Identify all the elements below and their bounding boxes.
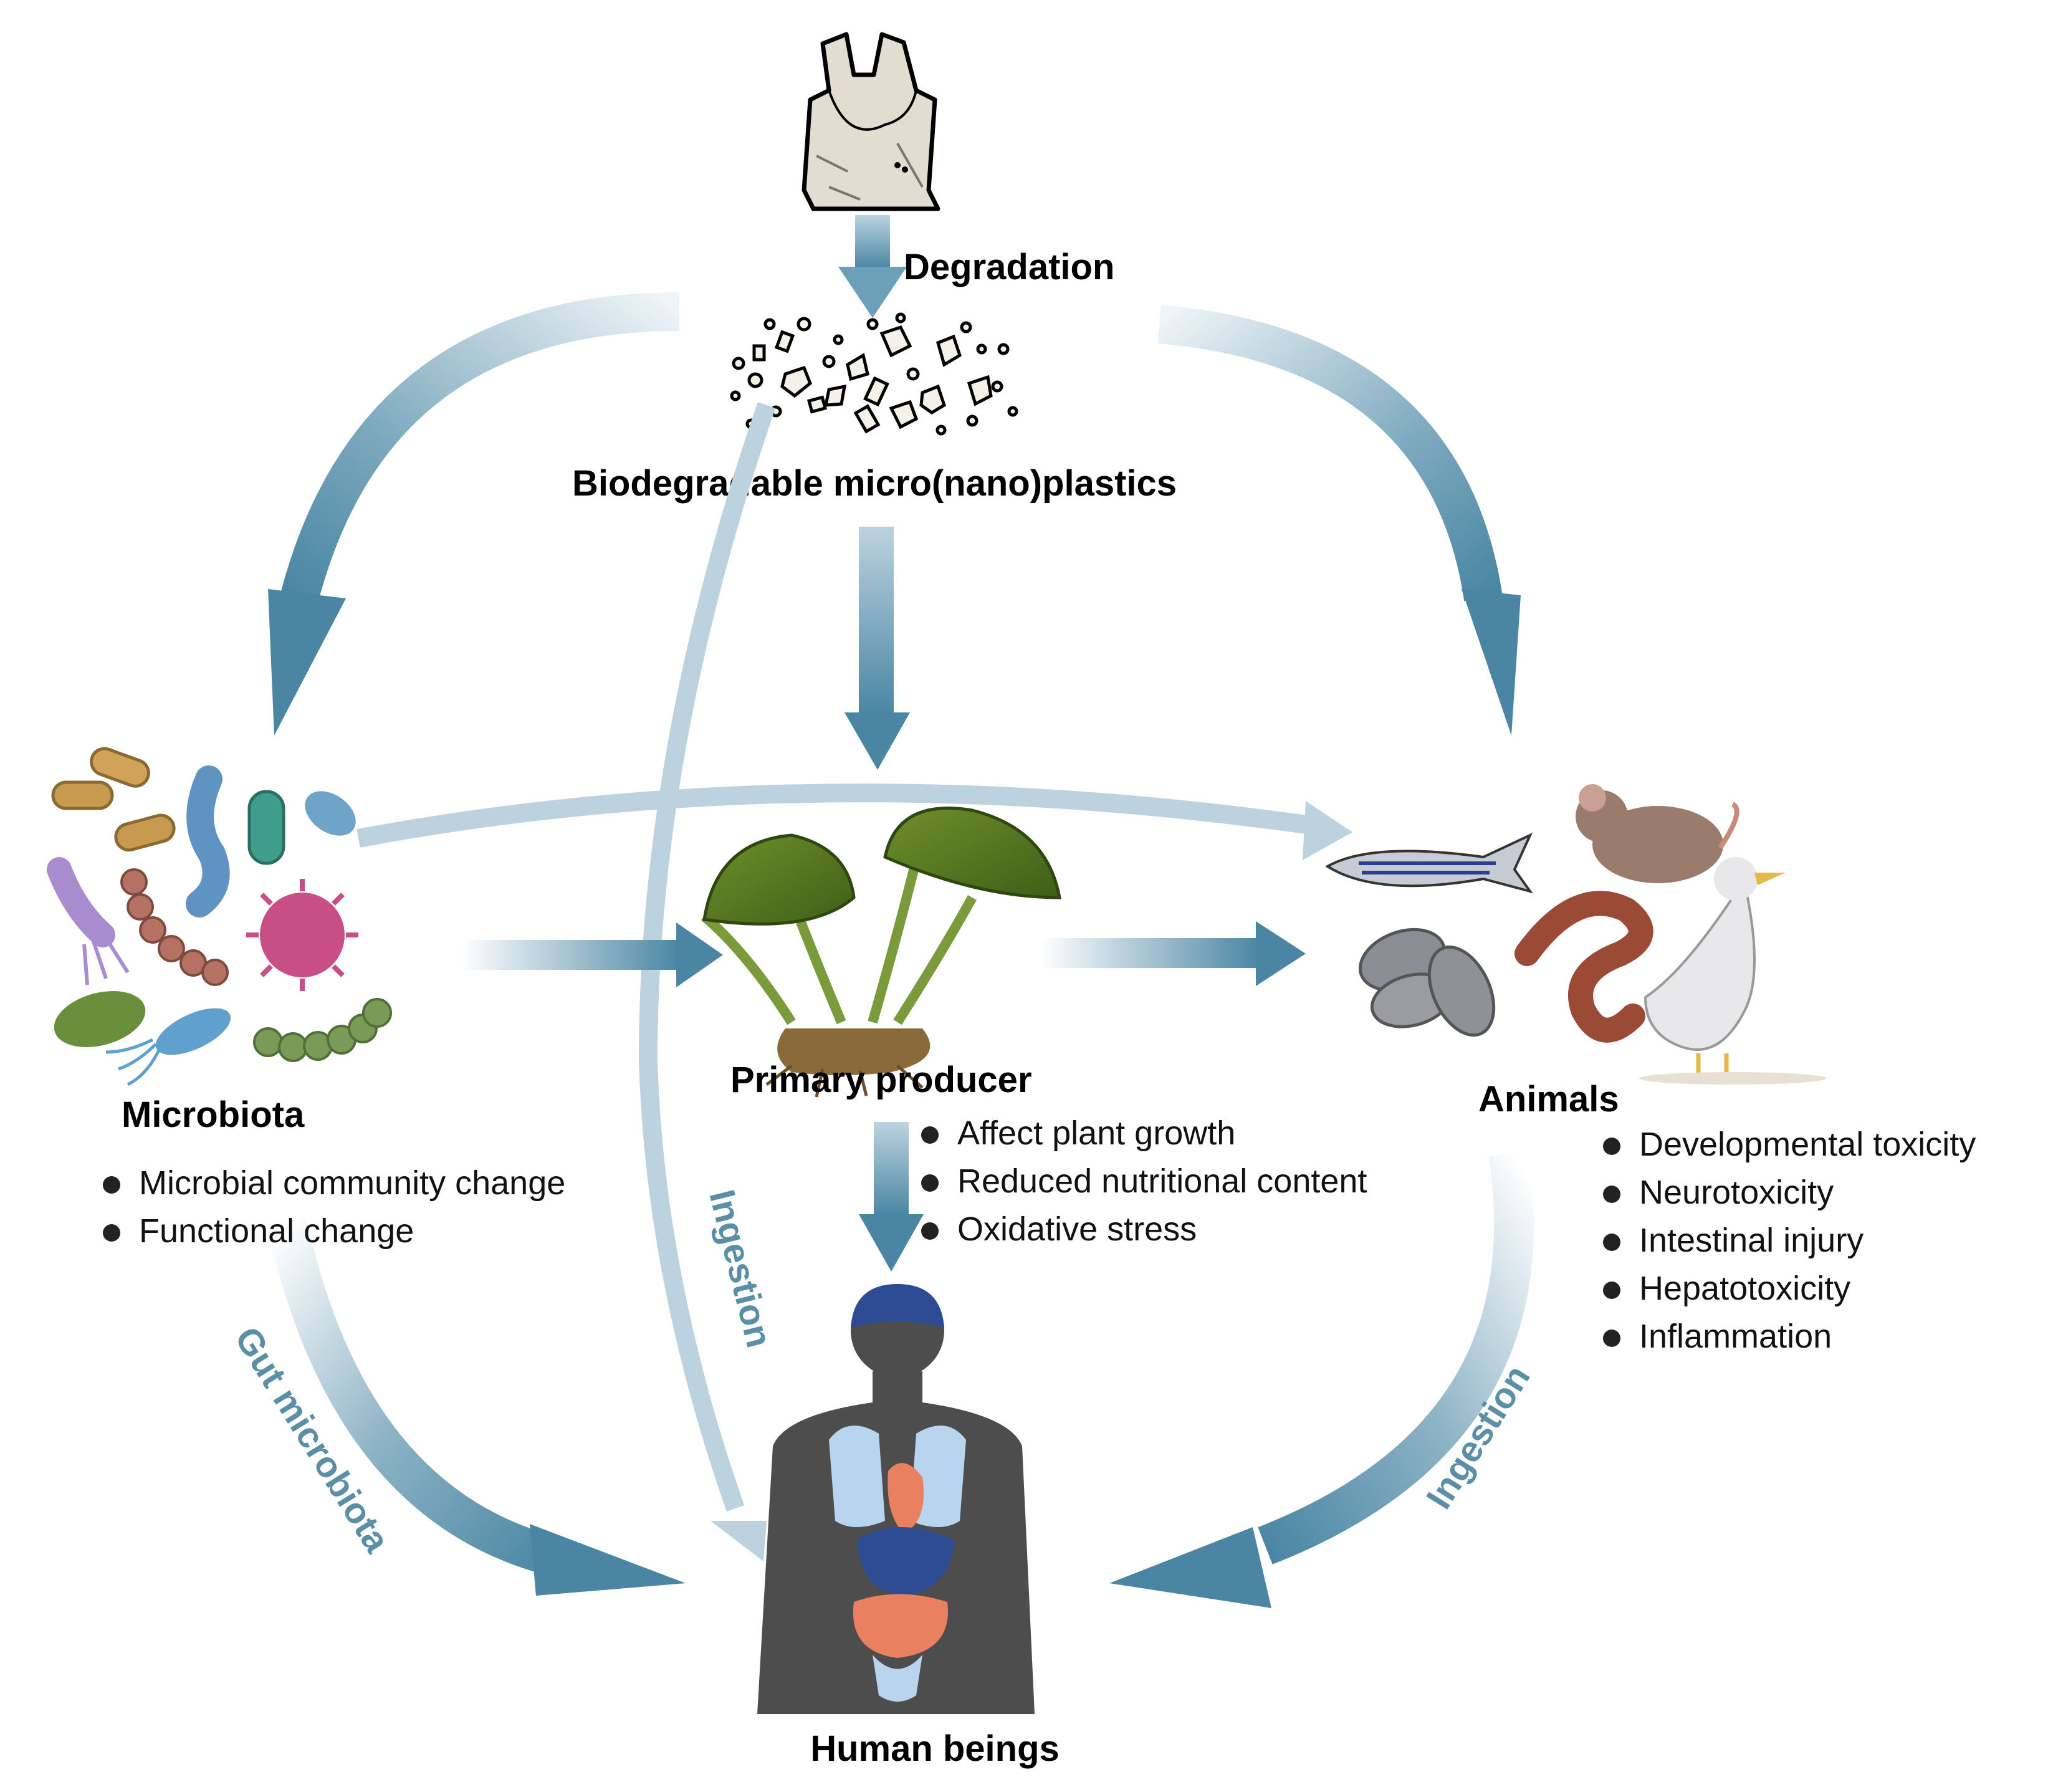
- human-body-icon: [757, 1284, 1035, 1714]
- microbiota-effects-list: Microbial community change Functional ch…: [103, 1159, 565, 1255]
- arrow-gut-microbiota-to-human: [267, 1217, 686, 1596]
- list-item: Developmental toxicity: [1603, 1121, 1976, 1169]
- plant-icon: [701, 807, 1061, 1098]
- animals-icon: [1325, 784, 1826, 1085]
- arrow-plastics-to-microbiota: [268, 292, 680, 735]
- arrow-plastics-ingestion-to-human: [638, 402, 776, 1561]
- arrow-plastics-to-producer: [845, 527, 910, 770]
- degradation-label: Degradation: [904, 247, 1114, 287]
- microbiota-icon: [47, 747, 392, 1086]
- arrow-producer-to-animals: [1041, 921, 1306, 986]
- microbiota-title: Microbiota: [122, 1095, 305, 1135]
- arrow-plastics-to-animals: [1157, 305, 1521, 735]
- list-item: Microbial community change: [103, 1159, 565, 1207]
- worm-icon: [1514, 891, 1653, 1043]
- microplastic-particles-icon: [730, 312, 1018, 436]
- duck-icon: [1639, 857, 1826, 1085]
- mouse-icon: [1576, 784, 1739, 883]
- animals-effects-list: Developmental toxicity Neurotoxicity Int…: [1603, 1121, 1976, 1361]
- plastics-label: Biodegradable micro(nano)plastics: [572, 463, 1177, 504]
- arrow-microbiota-to-producer: [461, 922, 723, 987]
- ingestion-center-label: Ingestion: [701, 1186, 779, 1351]
- producer-effects-list: Affect plant growth Reduced nutritional …: [921, 1109, 1367, 1253]
- fish-icon: [1325, 832, 1533, 894]
- list-item: Neurotoxicity: [1603, 1169, 1976, 1217]
- mussel-icon: [1358, 927, 1496, 1037]
- arrow-microbiota-to-animals: [356, 783, 1352, 860]
- arrow-animals-ingestion-to-human: [1109, 1150, 1534, 1608]
- human-title: Human beings: [810, 1728, 1060, 1769]
- list-item: Hepatotoxicity: [1603, 1265, 1976, 1313]
- list-item: Oxidative stress: [921, 1205, 1367, 1253]
- list-item: Intestinal injury: [1603, 1217, 1976, 1265]
- arrow-producer-to-human: [859, 1122, 924, 1272]
- list-item: Inflammation: [1603, 1313, 1976, 1361]
- plastic-bag-icon: [801, 32, 940, 211]
- producer-title: Primary producer: [730, 1060, 1032, 1100]
- list-item: Affect plant growth: [921, 1109, 1367, 1157]
- list-item: Reduced nutritional content: [921, 1157, 1367, 1205]
- list-item: Functional change: [103, 1207, 565, 1255]
- animals-title: Animals: [1478, 1079, 1619, 1119]
- degradation-arrow: [838, 215, 907, 318]
